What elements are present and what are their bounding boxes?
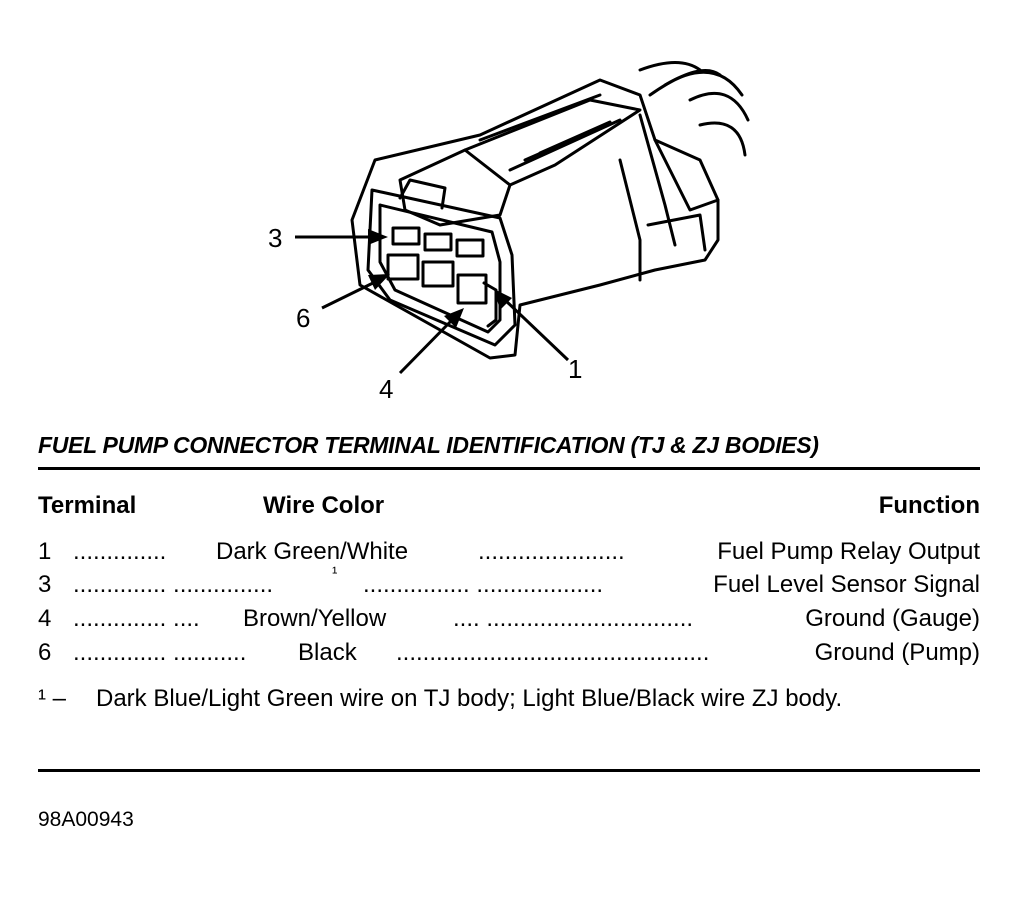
- table-title: FUEL PUMP CONNECTOR TERMINAL IDENTIFICAT…: [38, 432, 819, 458]
- leader-dots: .............. ...............: [73, 571, 274, 598]
- terminal-function: Fuel Level Sensor Signal: [713, 571, 980, 598]
- footnote-text: Dark Blue/Light Green wire on TJ body; L…: [96, 685, 843, 712]
- callout-1: 1: [568, 354, 582, 384]
- terminal-function: Fuel Pump Relay Output: [717, 538, 980, 565]
- leader-dots: ................ ...................: [363, 571, 604, 598]
- wire-color: Black: [298, 639, 357, 666]
- connector-diagram: 3 6 4 1: [268, 61, 750, 404]
- terminal-number: 3: [38, 571, 52, 598]
- table-row: 4 .............. .... Brown/Yellow .... …: [38, 605, 980, 635]
- figure-id: 98A00943: [38, 808, 134, 831]
- title-divider: [38, 467, 980, 470]
- header-wire-color: Wire Color: [263, 492, 385, 519]
- wire-color: ¹: [332, 565, 338, 582]
- table-row: 3 .............. ............... ¹ .....…: [38, 565, 980, 601]
- leader-dots: .............. ....: [73, 605, 200, 632]
- terminal-number: 6: [38, 639, 52, 666]
- callout-6: 6: [296, 303, 310, 333]
- header-terminal: Terminal: [38, 492, 137, 519]
- leader-dots: ..............: [73, 538, 167, 565]
- terminal-function: Ground (Gauge): [805, 605, 980, 632]
- terminal-function: Ground (Pump): [814, 639, 980, 666]
- terminal-number: 4: [38, 605, 52, 632]
- wire-color: Brown/Yellow: [243, 605, 387, 632]
- footnote-marker: ¹ –: [38, 685, 67, 712]
- leader-dots: ........................................…: [396, 639, 710, 666]
- leader-dots: ......................: [478, 538, 625, 565]
- bottom-divider: [38, 769, 980, 772]
- table-row: 1 .............. Dark Green/White ......…: [38, 538, 980, 568]
- callout-3: 3: [268, 223, 282, 253]
- table-row: 6 .............. ........... Black .....…: [38, 639, 980, 669]
- header-function: Function: [878, 492, 980, 519]
- wire-color: Dark Green/White: [216, 538, 409, 565]
- terminal-number: 1: [38, 538, 52, 565]
- callout-4: 4: [379, 374, 393, 404]
- leader-dots: .............. ...........: [73, 639, 247, 666]
- leader-dots: .... ...............................: [453, 605, 694, 632]
